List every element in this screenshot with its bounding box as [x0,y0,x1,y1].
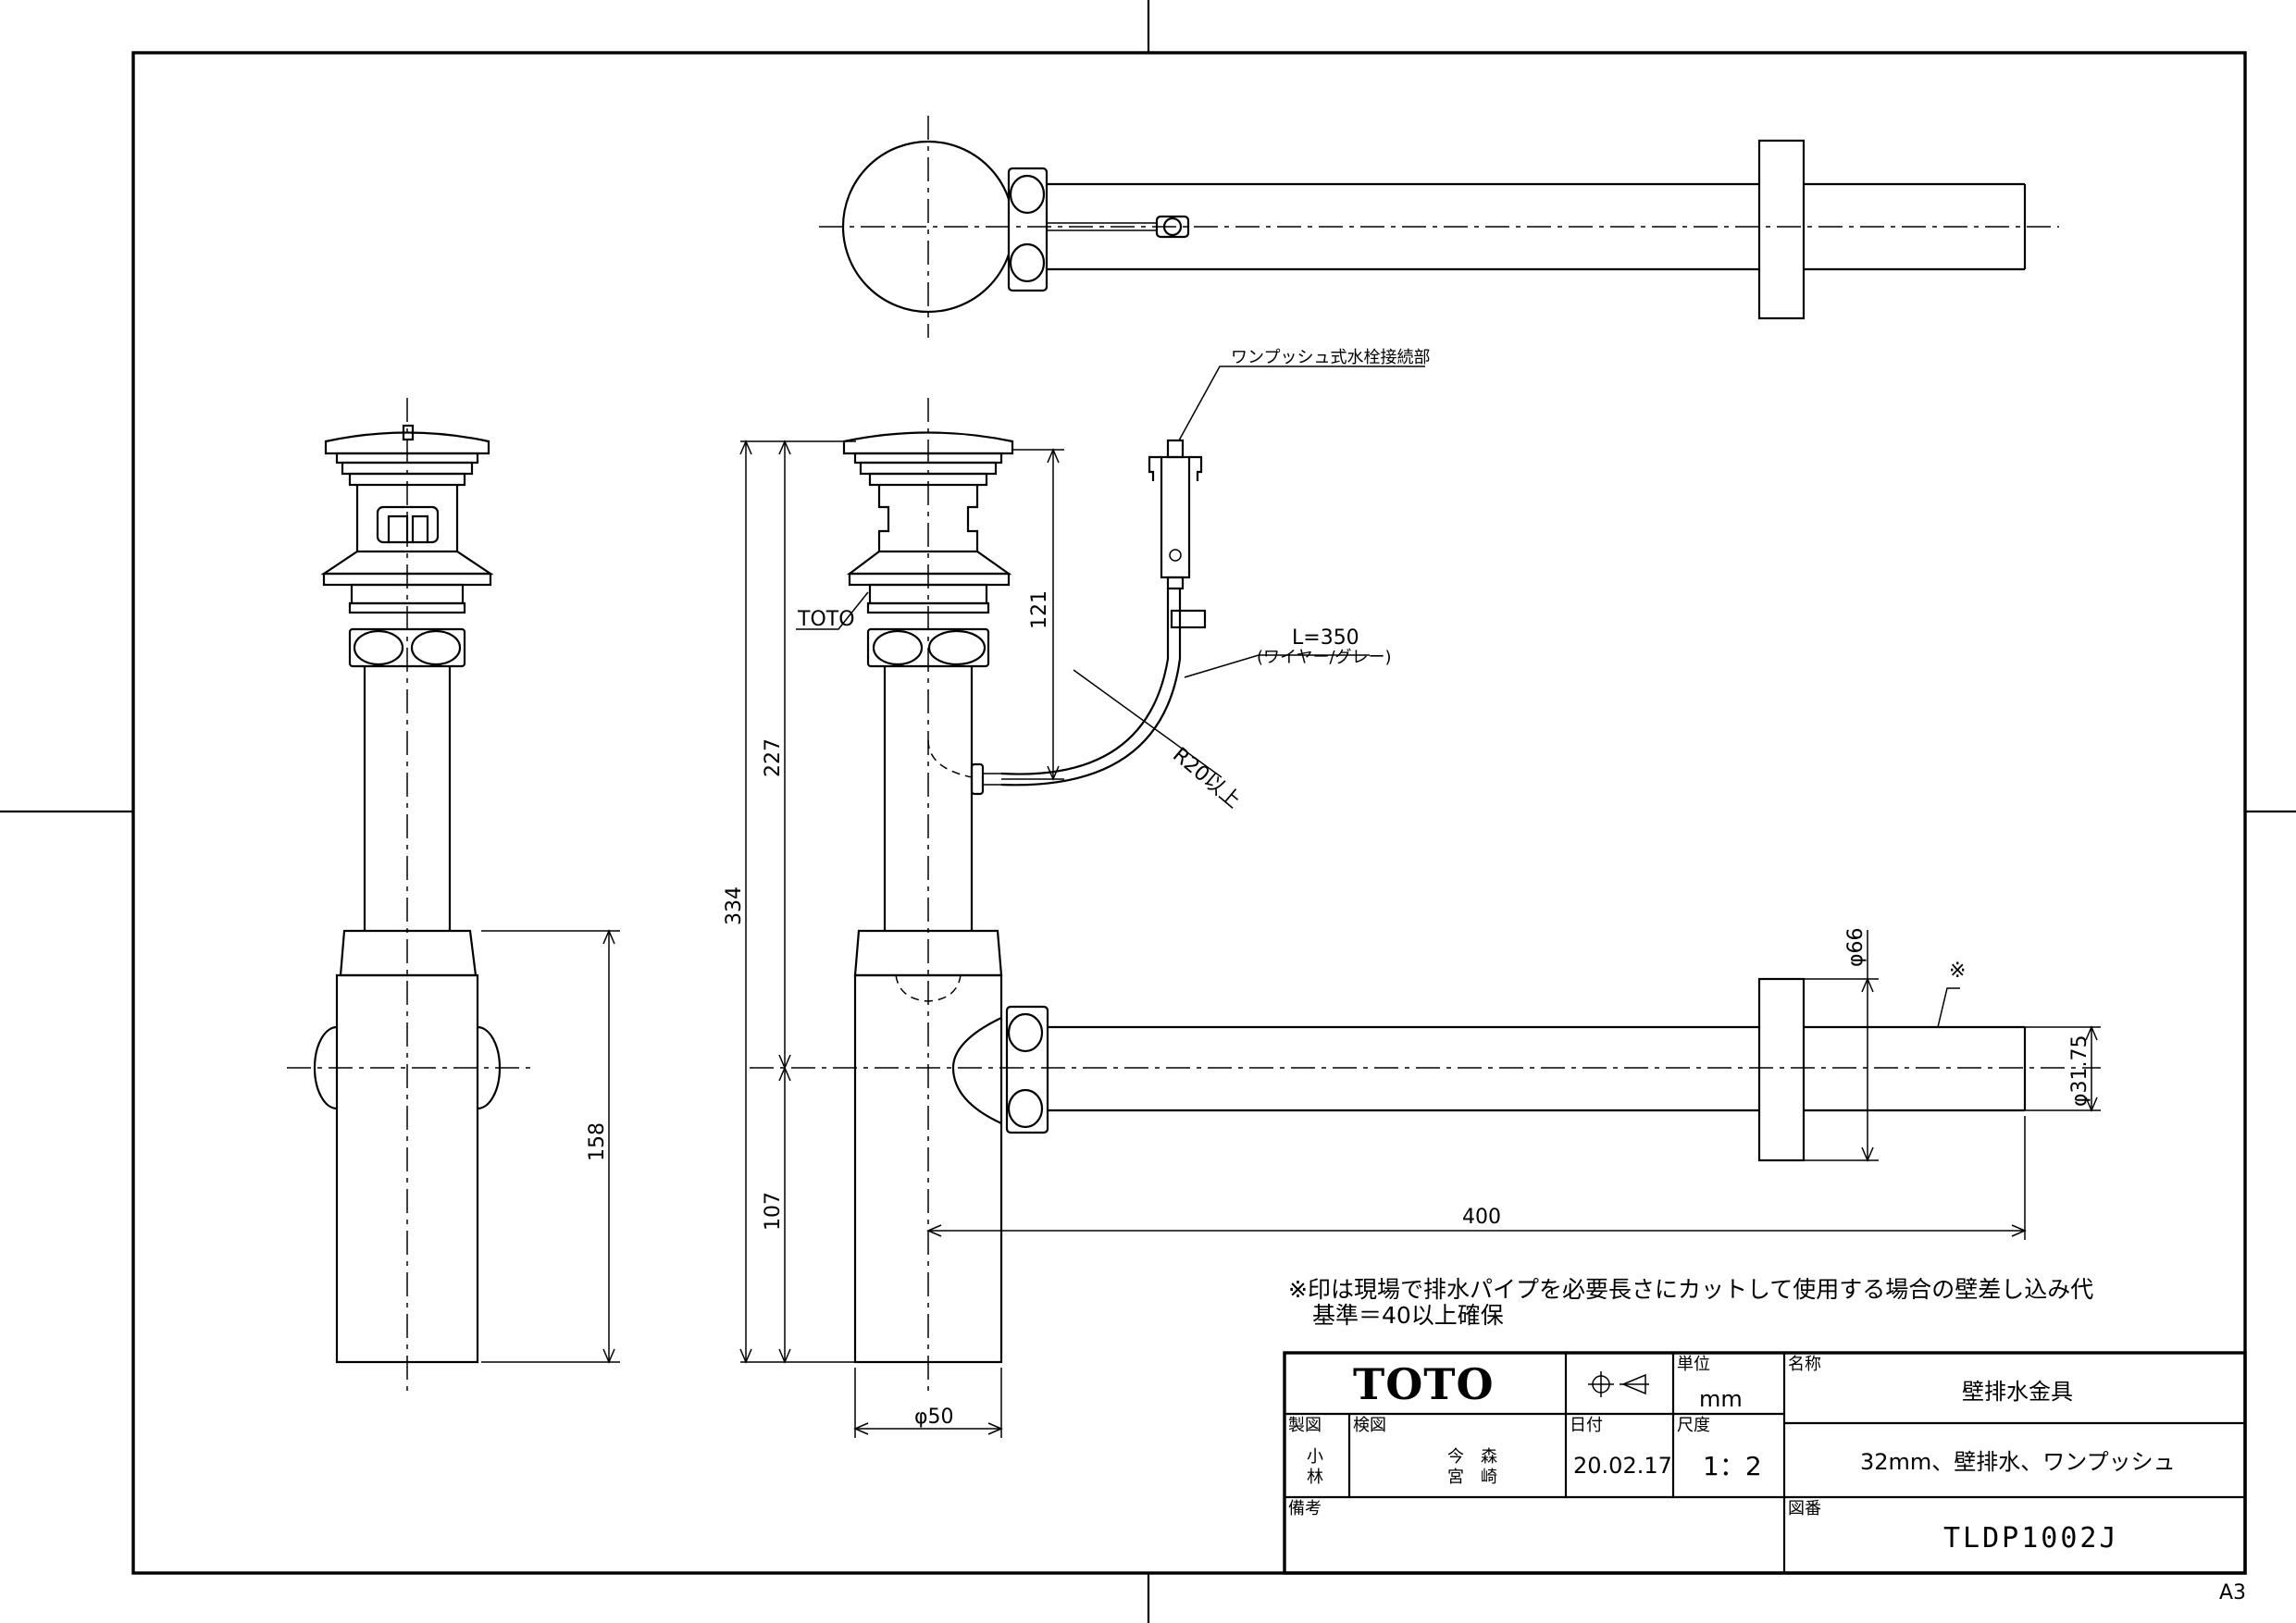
title-block [1283,1351,2247,1575]
label-faucet-connection: ワンプッシュ式水栓接続部 [1231,348,1430,367]
unit-label: 単位 [1677,1355,1710,1374]
dimension-lines [481,365,2101,1438]
dim-121: 121 [1028,590,1051,629]
label-brand-mark: TOTO [797,608,855,631]
drawing-no-value: TLDP1002J [1943,1522,2119,1555]
dim-158: 158 [586,1122,609,1161]
label-wire-length: L=350 [1292,626,1359,650]
checked-by-2: 宮 崎 [1447,1468,1497,1487]
checked-label: 検図 [1353,1416,1386,1435]
date-value: 20.02.17 [1573,1453,1672,1479]
drawing-no-label: 図番 [1788,1499,1821,1518]
dim-107: 107 [762,1192,785,1231]
side-view [287,398,532,1393]
push-release-wire [970,439,1207,796]
date-label: 日付 [1570,1416,1603,1435]
checked-by-1: 今 森 [1447,1447,1497,1467]
dim-phi3175: φ31.75 [2068,1035,2091,1108]
name-label: 名称 [1788,1355,1821,1374]
remarks-label: 備考 [1288,1499,1322,1518]
spec-value: 32mm、壁排水、ワンプッシュ [1860,1449,2176,1475]
label-bend-radius: R20以上 [1168,743,1245,812]
drawn-by-1: 小 [1307,1447,1323,1467]
dim-phi66: φ66 [1844,927,1868,967]
label-asterisk: ※ [1949,960,1966,983]
note-line-2: 基準＝40以上確保 [1312,1302,1504,1329]
label-wire-type: (ワイヤー/グレー) [1257,648,1392,667]
drawn-label: 製図 [1288,1416,1322,1435]
note-line-1: ※印は現場で排水パイプを必要長さにカットして使用する場合の壁差し込み代 [1288,1276,2093,1303]
toto-logo: TOTO [1353,1359,1495,1409]
dim-400: 400 [1462,1206,1501,1229]
dim-334: 334 [723,886,746,925]
scale-value: 1：2 [1703,1451,1762,1481]
sheet-size-label: A3 [2219,1581,2246,1604]
front-view [750,398,2101,1397]
drawn-by-2: 林 [1307,1468,1323,1487]
dim-phi50: φ50 [914,1406,954,1429]
unit-value: mm [1699,1386,1743,1412]
name-value: 壁排水金具 [1962,1379,2073,1405]
scale-label: 尺度 [1677,1416,1710,1435]
dim-227: 227 [762,738,785,777]
top-view [819,116,2059,338]
